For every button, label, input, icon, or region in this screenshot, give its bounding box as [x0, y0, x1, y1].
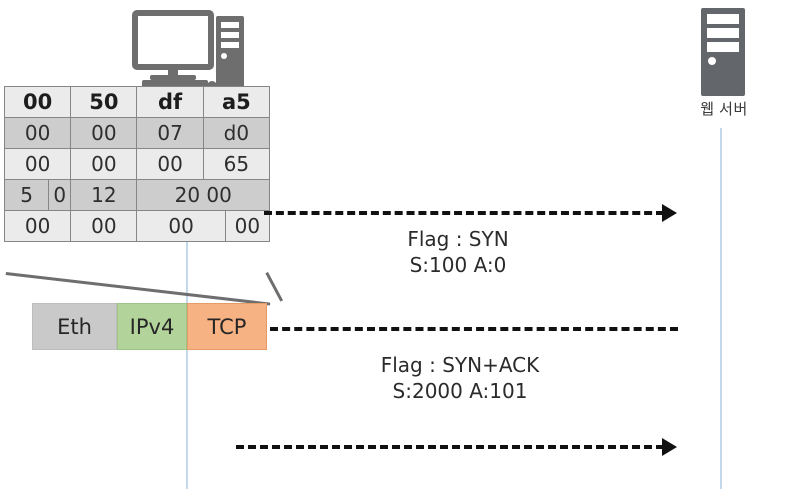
- ack-arrow-head: [662, 438, 677, 456]
- header-byte-cell: 00: [70, 148, 138, 180]
- header-byte-cell: 00: [70, 117, 138, 149]
- header-byte-cell: 00: [3, 148, 72, 180]
- server-lifeline: [720, 128, 722, 489]
- stack-box-ipv4[interactable]: IPv4: [117, 303, 187, 350]
- ack-arrow-line: [236, 445, 664, 449]
- header-byte-cell: 00: [136, 148, 204, 180]
- header-byte-cell: 00: [3, 210, 72, 242]
- header-byte-cell: 07: [136, 117, 204, 149]
- callout-line-left: [5, 272, 271, 306]
- syn-arrow-head: [662, 204, 677, 222]
- syn-flag-text: Flag : SYN: [407, 227, 509, 251]
- header-byte-cell: 00: [3, 117, 72, 149]
- syn-seq-text: S:100 A:0: [409, 253, 507, 278]
- syn-arrow-line: [264, 211, 664, 215]
- callout-line-right: [265, 272, 284, 302]
- syn-ack-arrow-line: [270, 327, 678, 331]
- syn-ack-message-label: Flag : SYN+ACK S:2000 A:101: [330, 352, 590, 405]
- header-byte-cell: 5: [3, 179, 50, 211]
- syn-message-label: Flag : SYN S:100 A:0: [338, 226, 578, 279]
- stack-box-tcp[interactable]: TCP: [187, 303, 267, 350]
- syn-ack-flag-text: Flag : SYN+ACK: [380, 353, 540, 377]
- header-byte-cell: 00: [224, 210, 271, 242]
- header-byte-cell: 00: [3, 86, 72, 118]
- header-byte-cell: 0: [48, 179, 72, 211]
- header-byte-cell: df: [136, 86, 204, 118]
- client-lifeline: [186, 78, 188, 489]
- header-byte-cell: 20 00: [136, 179, 270, 211]
- header-byte-cell: 65: [202, 148, 271, 180]
- header-byte-cell: a5: [202, 86, 271, 118]
- header-byte-cell: 00: [70, 210, 138, 242]
- stack-box-eth[interactable]: Eth: [32, 303, 117, 350]
- syn-ack-seq-text: S:2000 A:101: [392, 379, 528, 404]
- desktop-computer-icon: [132, 10, 244, 90]
- server-tower-icon: [701, 8, 745, 96]
- header-byte-cell: 50: [70, 86, 138, 118]
- header-byte-cell: 12: [70, 179, 138, 211]
- header-byte-cell: 00: [136, 210, 226, 242]
- server-label: 웹 서버: [700, 101, 748, 118]
- header-byte-cell: d0: [202, 117, 271, 149]
